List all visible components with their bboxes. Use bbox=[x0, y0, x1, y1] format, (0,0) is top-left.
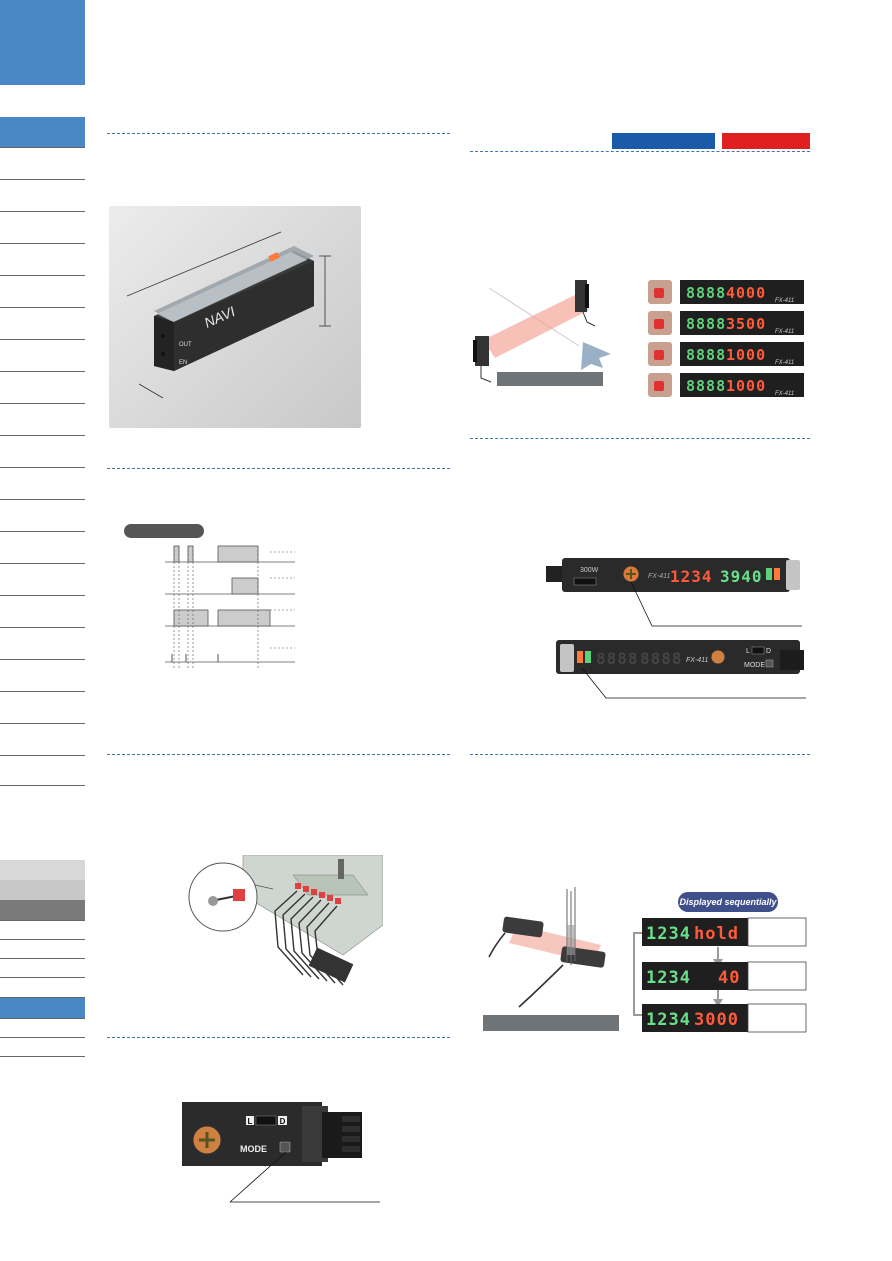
amp-mode-label: MODE bbox=[744, 662, 765, 669]
sidebar-item[interactable] bbox=[0, 147, 85, 180]
sidebar-item[interactable] bbox=[0, 339, 85, 372]
sidebar-item[interactable] bbox=[0, 977, 85, 998]
amp-bottom-left-value: 8888 bbox=[596, 649, 639, 668]
threshold-right-value: 1000 bbox=[726, 377, 766, 395]
sequential-right-value: hold bbox=[694, 924, 739, 944]
amp-l-label: L bbox=[746, 648, 750, 655]
sidebar-item[interactable] bbox=[0, 275, 85, 308]
sidebar-item[interactable] bbox=[0, 467, 85, 500]
sequential-display: 1234 40 bbox=[642, 961, 807, 991]
model-label: FX-411 bbox=[775, 298, 794, 304]
section-divider bbox=[107, 133, 450, 134]
sidebar-item[interactable] bbox=[0, 403, 85, 436]
section-divider bbox=[470, 151, 810, 152]
blue-badge bbox=[612, 133, 715, 149]
section-divider bbox=[107, 754, 450, 755]
sidebar-item[interactable] bbox=[0, 243, 85, 276]
sidebar-item[interactable] bbox=[0, 755, 85, 786]
threshold-right-value: 3500 bbox=[726, 315, 766, 333]
sidebar-item-gray[interactable] bbox=[0, 860, 85, 881]
sidebar-item[interactable] bbox=[0, 595, 85, 628]
sidebar-item[interactable] bbox=[0, 435, 85, 468]
threshold-display-list: 8888 4000 FX-411 8888 3500 FX-411 8888 1… bbox=[648, 280, 808, 398]
mode-key-closeup: L D MODE bbox=[182, 1102, 382, 1206]
amp-top-left-value: 1234 bbox=[670, 567, 713, 586]
sidebar-item-active[interactable] bbox=[0, 117, 85, 148]
sidebar-item[interactable] bbox=[0, 531, 85, 564]
amplifier-bottom: 8888 8888 FX-411 L D MODE bbox=[556, 640, 806, 699]
mode-label: MODE bbox=[240, 1144, 267, 1154]
threshold-left-value: 8888 bbox=[686, 346, 726, 364]
section-divider bbox=[107, 468, 450, 469]
thrubeam-illustration bbox=[483, 885, 623, 1033]
threshold-display: 8888 4000 FX-411 bbox=[648, 280, 804, 304]
chapter-tab[interactable] bbox=[0, 0, 85, 85]
threshold-left-value: 8888 bbox=[686, 284, 726, 302]
threshold-display: 8888 1000 FX-411 bbox=[648, 342, 804, 366]
sidebar-item[interactable] bbox=[0, 1018, 85, 1038]
sidebar-item-gray[interactable] bbox=[0, 880, 85, 901]
sidebar-item[interactable] bbox=[0, 371, 85, 404]
sequential-left-value: 1234 bbox=[646, 924, 691, 944]
beam-sensor-illustration bbox=[465, 270, 615, 390]
timing-chart bbox=[120, 522, 300, 672]
model-label-mirrored: FX-411 bbox=[648, 573, 671, 580]
amp-bottom-right-value: 8888 bbox=[640, 649, 683, 668]
sidebar-item-active[interactable] bbox=[0, 998, 85, 1019]
sidebar-item[interactable] bbox=[0, 1037, 85, 1057]
sidebar-item[interactable] bbox=[0, 307, 85, 340]
threshold-left-value: 8888 bbox=[686, 315, 726, 333]
threshold-right-value: 1000 bbox=[726, 346, 766, 364]
sidebar-item[interactable] bbox=[0, 920, 85, 940]
sequential-display: 1234 hold bbox=[642, 917, 807, 947]
section-divider bbox=[107, 1037, 450, 1038]
l-label: L bbox=[248, 1117, 253, 1126]
amp-top-right-value: 3940 bbox=[720, 567, 763, 586]
d-label: D bbox=[280, 1117, 286, 1126]
amplifier-displays: 300W FX-411 1234 3940 8888 8888 FX-411 L bbox=[540, 550, 810, 705]
sequential-left-value: 1234 bbox=[646, 968, 691, 988]
model-label: FX-411 bbox=[775, 391, 794, 397]
connector-illustration bbox=[183, 854, 384, 995]
sequential-display: 1234 3000 bbox=[642, 1003, 807, 1033]
sidebar-item[interactable] bbox=[0, 659, 85, 692]
threshold-right-value: 4000 bbox=[726, 284, 766, 302]
sidebar-item-dark[interactable] bbox=[0, 900, 85, 921]
threshold-display: 8888 1000 FX-411 bbox=[648, 373, 804, 397]
out-indicator-label: OUT bbox=[179, 342, 192, 348]
displayed-sequentially-label: Displayed sequentially bbox=[678, 892, 778, 912]
sidebar-item[interactable] bbox=[0, 179, 85, 212]
section-divider bbox=[470, 754, 810, 755]
sidebar-item[interactable] bbox=[0, 939, 85, 959]
sidebar-item[interactable] bbox=[0, 211, 85, 244]
amplifier-top: 300W FX-411 1234 3940 bbox=[546, 558, 802, 627]
sequential-display-list: 1234 hold 1234 40 1234 3000 bbox=[628, 915, 808, 1035]
sidebar-item[interactable] bbox=[0, 723, 85, 756]
product-photo: NAVI OUT EN bbox=[109, 206, 361, 428]
sidebar-item[interactable] bbox=[0, 958, 85, 978]
sidebar-item[interactable] bbox=[0, 627, 85, 660]
model-label: FX-411 bbox=[686, 657, 709, 664]
model-label: FX-411 bbox=[775, 329, 794, 335]
sidebar-item[interactable] bbox=[0, 691, 85, 724]
amp-d-label: D bbox=[766, 648, 771, 655]
threshold-display: 8888 3500 FX-411 bbox=[648, 311, 804, 335]
sidebar-item[interactable] bbox=[0, 499, 85, 532]
sequential-right-value: 40 bbox=[718, 968, 740, 988]
red-badge bbox=[722, 133, 810, 149]
switch-std-label: 300W bbox=[580, 567, 599, 574]
model-label: FX-411 bbox=[775, 360, 794, 366]
section-divider bbox=[470, 438, 810, 439]
sequential-right-value: 3000 bbox=[694, 1010, 739, 1030]
sequential-left-value: 1234 bbox=[646, 1010, 691, 1030]
threshold-left-value: 8888 bbox=[686, 377, 726, 395]
sidebar-item[interactable] bbox=[0, 563, 85, 596]
en-indicator-label: EN bbox=[179, 360, 187, 366]
